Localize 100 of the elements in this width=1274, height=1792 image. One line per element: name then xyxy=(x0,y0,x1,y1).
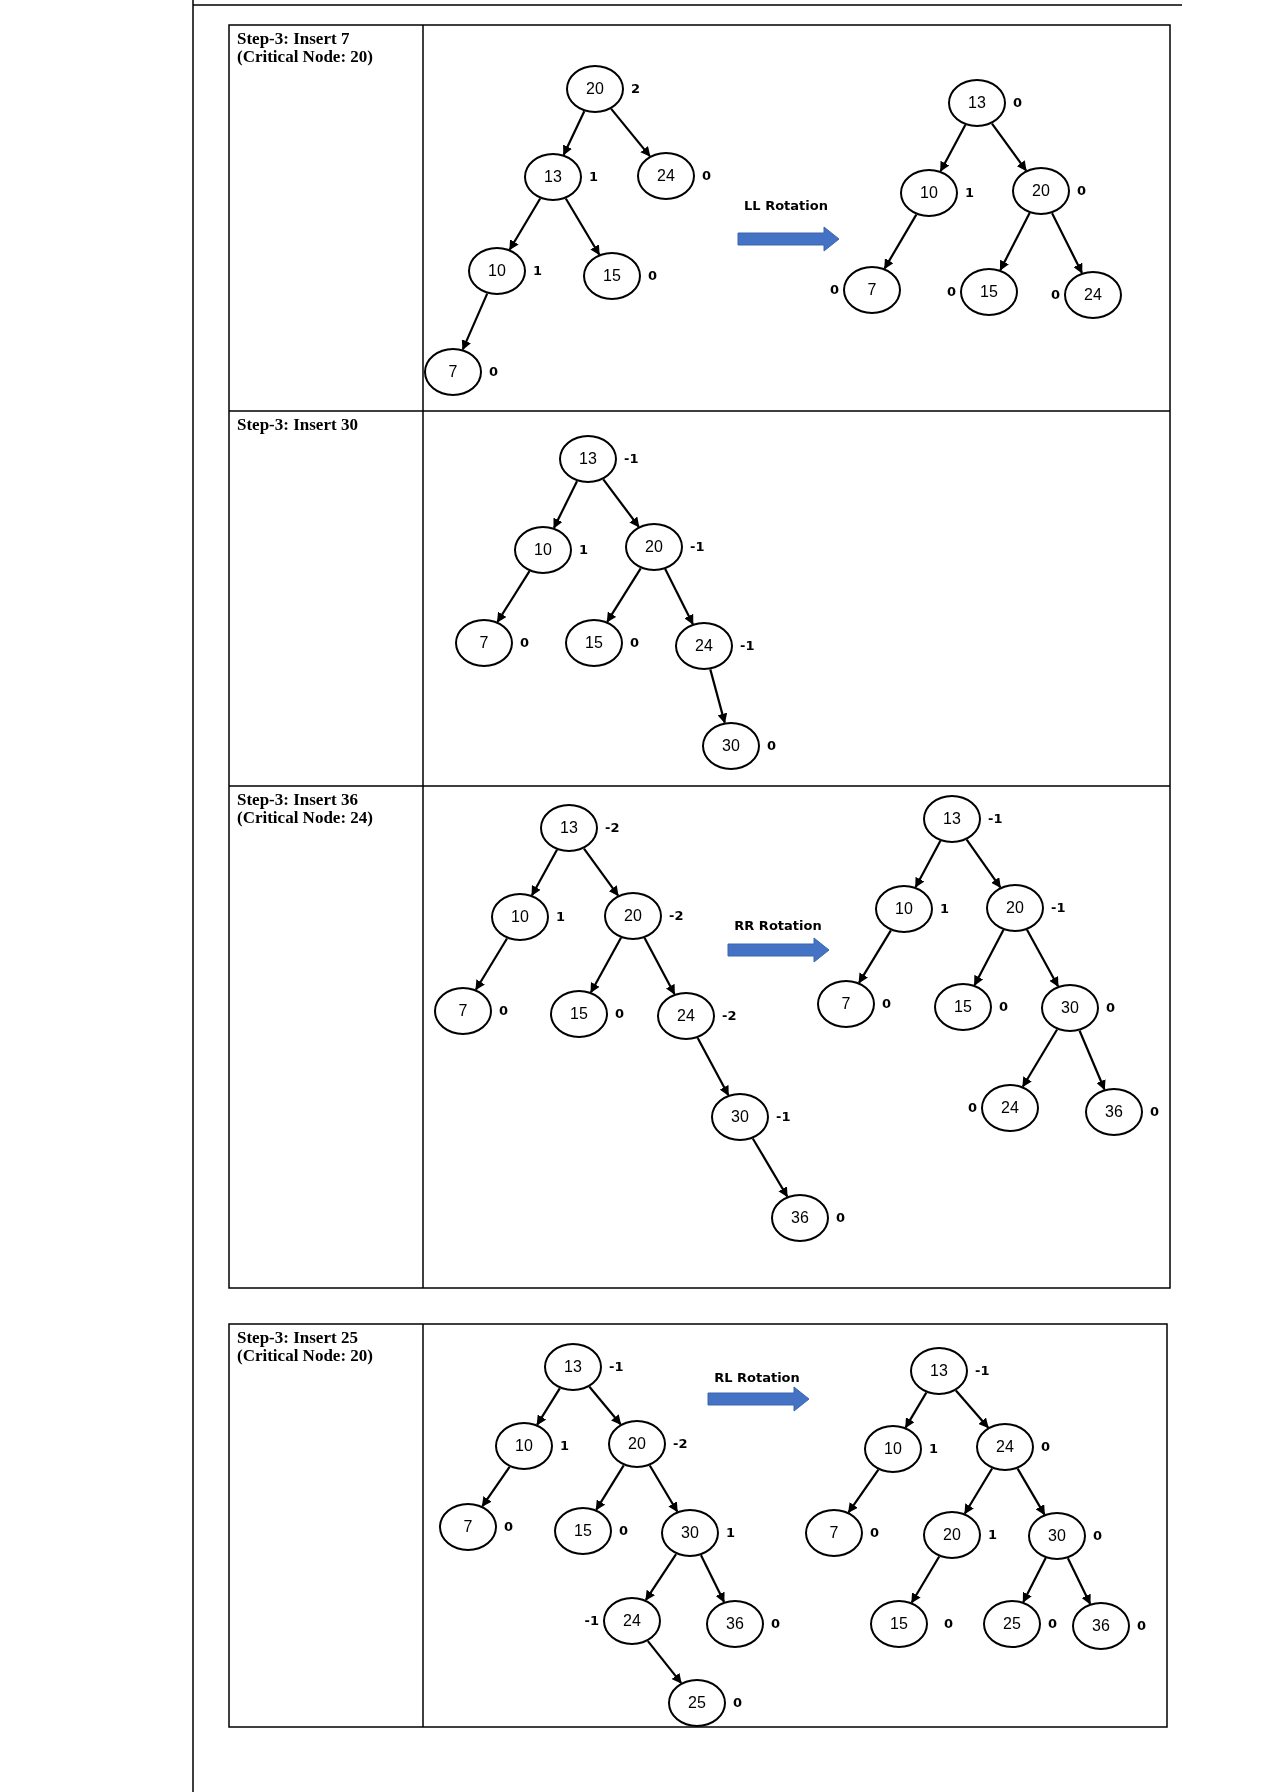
tree-node-circle: 15 xyxy=(934,983,992,1031)
tree-edge-arrow xyxy=(999,212,1031,271)
tree-edge-arrow xyxy=(496,570,531,623)
tree-node-circle: 30 xyxy=(702,722,760,770)
balance-factor: 0 xyxy=(771,1616,781,1632)
tree-edge-arrow xyxy=(562,110,586,156)
tree-edge-arrow xyxy=(973,929,1005,986)
tree-node-circle: 24 xyxy=(1064,271,1122,319)
tree-edge-arrow xyxy=(696,1037,730,1096)
tree-edge-arrow xyxy=(481,1466,511,1507)
tree-edge-arrow xyxy=(939,124,967,172)
balance-factor: -1 xyxy=(584,1613,599,1629)
tree-edge-arrow xyxy=(590,937,622,994)
tree-node-circle: 36 xyxy=(706,1600,764,1648)
tree-edge-arrow xyxy=(648,1464,679,1513)
balance-factor: 0 xyxy=(1150,1104,1160,1120)
tree-node-circle: 20 xyxy=(1012,167,1070,215)
balance-factor: 0 xyxy=(504,1519,514,1535)
balance-factor: 0 xyxy=(1077,183,1087,199)
balance-factor: -2 xyxy=(605,820,620,836)
balance-factor: 0 xyxy=(630,635,640,651)
balance-factor: 1 xyxy=(579,542,589,558)
tree-node-circle: 10 xyxy=(875,885,933,933)
tree-edge-arrow xyxy=(583,847,619,897)
balance-factor: 0 xyxy=(619,1523,629,1539)
step-heading: Step-3: Insert 30 xyxy=(237,416,359,434)
tree-node-circle: 24 xyxy=(603,1597,661,1645)
tree-node-circle: 10 xyxy=(468,247,526,295)
balance-factor: -1 xyxy=(609,1359,624,1375)
tree-node-circle: 30 xyxy=(661,1509,719,1557)
balance-factor: 1 xyxy=(560,1438,570,1454)
balance-factor: 0 xyxy=(946,284,956,300)
tree-edge-arrow xyxy=(1021,1028,1059,1088)
step-heading: Step-3: Insert 36 (Critical Node: 24) xyxy=(237,791,374,827)
balance-factor: -1 xyxy=(975,1363,990,1379)
balance-factor: 0 xyxy=(1041,1439,1051,1455)
tree-node-circle: 13 xyxy=(948,79,1006,127)
tree-edge-arrow xyxy=(965,839,1002,889)
tree-node-circle: 30 xyxy=(711,1093,769,1141)
tree-node-circle: 36 xyxy=(771,1194,829,1242)
tree-node-circle: 15 xyxy=(554,1507,612,1555)
balance-factor: 0 xyxy=(829,282,839,298)
balance-factor: 0 xyxy=(1093,1528,1103,1544)
balance-factor: -1 xyxy=(740,638,755,654)
tree-node-circle: 24 xyxy=(981,1084,1039,1132)
tree-edge-arrow xyxy=(858,929,892,984)
tree-node-circle: 15 xyxy=(550,990,608,1038)
tree-edge-arrow xyxy=(664,568,694,625)
tree-edge-arrow xyxy=(751,1137,789,1198)
tree-edge-arrow xyxy=(914,840,942,888)
balance-factor: 0 xyxy=(1048,1616,1058,1632)
tree-node-circle: 24 xyxy=(637,152,695,200)
tree-edge-arrow xyxy=(963,1467,994,1515)
balance-factor: 0 xyxy=(882,996,892,1012)
tree-node-circle: 15 xyxy=(870,1600,928,1648)
balance-factor: 0 xyxy=(944,1616,954,1632)
tree-node-circle: 7 xyxy=(439,1503,497,1551)
tree-edge-arrow xyxy=(991,122,1027,172)
balance-factor: 0 xyxy=(1137,1618,1147,1634)
balance-factor: -2 xyxy=(669,908,684,924)
tree-node-circle: 10 xyxy=(491,893,549,941)
tree-edge-arrow xyxy=(904,1392,928,1429)
tree-edge-arrow xyxy=(475,937,508,991)
balance-factor: 0 xyxy=(1106,1000,1116,1016)
rotation-label: RR Rotation xyxy=(734,918,822,933)
balance-factor: 0 xyxy=(1050,287,1060,303)
tree-node-circle: 7 xyxy=(424,348,482,396)
tree-edge-arrow xyxy=(461,293,489,351)
tree-edge-arrow xyxy=(1078,1030,1106,1091)
tree-node-circle: 24 xyxy=(976,1423,1034,1471)
tree-edge-arrow xyxy=(508,197,542,251)
tree-node-circle: 15 xyxy=(960,268,1018,316)
balance-factor: 0 xyxy=(999,999,1009,1015)
balance-factor: 0 xyxy=(767,738,777,754)
balance-factor: 1 xyxy=(556,909,566,925)
tree-node-circle: 36 xyxy=(1072,1602,1130,1650)
rotation-label: RL Rotation xyxy=(714,1370,800,1385)
tree-edge-arrow xyxy=(883,214,918,270)
tree-edge-arrow xyxy=(553,480,578,529)
balance-factor: 1 xyxy=(533,263,543,279)
tree-node-circle: 13 xyxy=(544,1343,602,1391)
tree-node-circle: 20 xyxy=(604,892,662,940)
tree-node-circle: 15 xyxy=(583,252,641,300)
tree-node-circle: 25 xyxy=(668,1679,726,1727)
tree-node-circle: 13 xyxy=(559,435,617,483)
tree-node-circle: 20 xyxy=(625,523,683,571)
tree-node-circle: 10 xyxy=(900,169,958,217)
tree-edge-arrow xyxy=(700,1554,725,1603)
tree-node-circle: 20 xyxy=(566,65,624,113)
balance-factor: 1 xyxy=(965,185,975,201)
balance-factor: -1 xyxy=(624,451,639,467)
tree-node-circle: 20 xyxy=(608,1420,666,1468)
tree-node-circle: 20 xyxy=(923,1511,981,1559)
balance-factor: 0 xyxy=(520,635,530,651)
balance-factor: 1 xyxy=(940,901,950,917)
balance-factor: 1 xyxy=(589,169,599,185)
balance-factor: -2 xyxy=(722,1008,737,1024)
balance-factor: -2 xyxy=(673,1436,688,1452)
tree-node-circle: 7 xyxy=(434,987,492,1035)
tree-edge-arrow xyxy=(1026,929,1059,988)
